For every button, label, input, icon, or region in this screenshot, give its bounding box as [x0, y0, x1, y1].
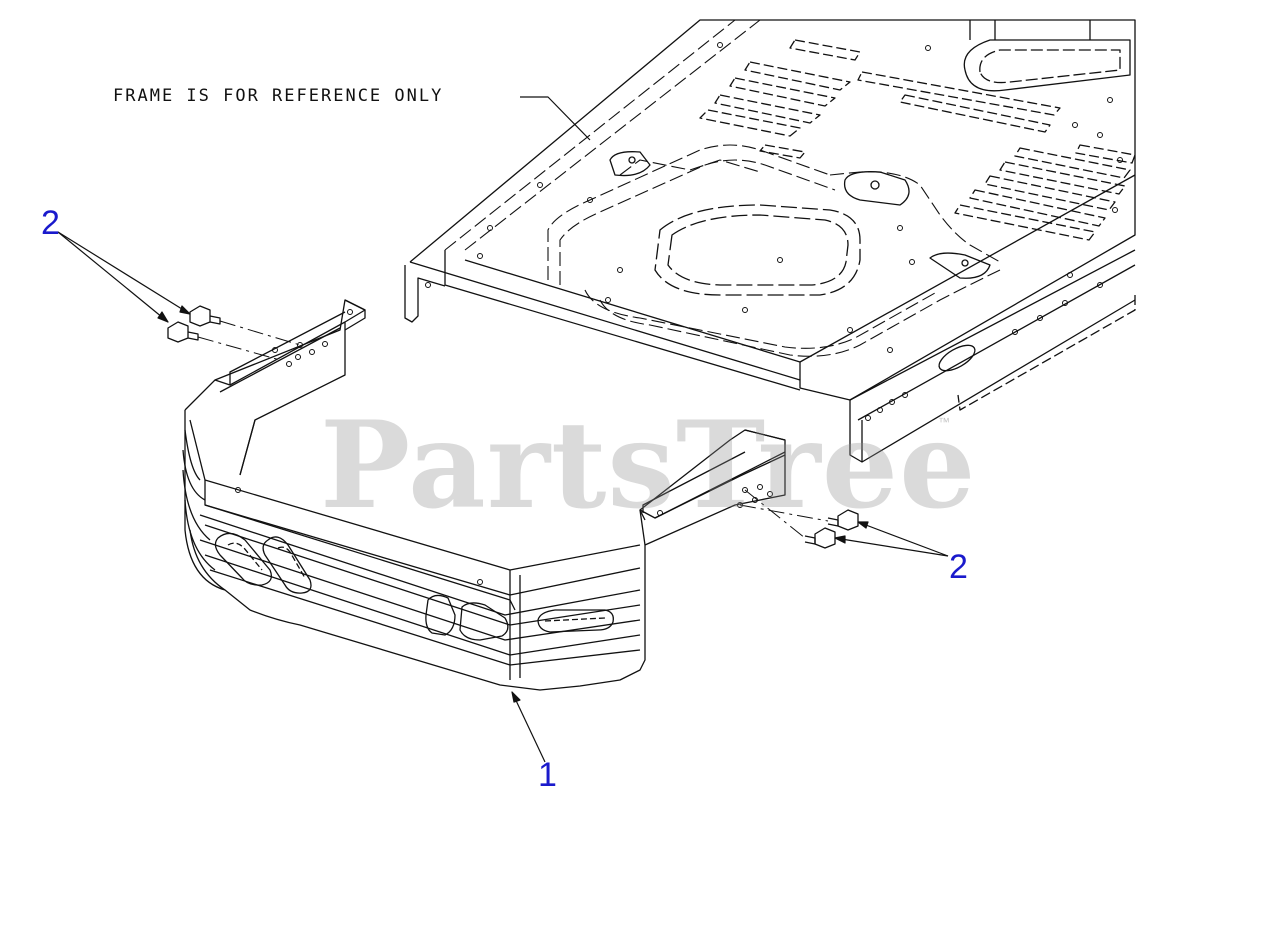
reference-frame — [405, 20, 1135, 462]
callout-2-right: 2 — [949, 548, 968, 586]
note-leader — [520, 97, 590, 140]
callout-leaders — [58, 232, 948, 762]
callout-1: 1 — [538, 756, 557, 794]
frame-reference-note: FRAME IS FOR REFERENCE ONLY — [113, 86, 444, 106]
fastener-left-lower — [168, 322, 198, 342]
fastener-right-lower — [805, 528, 835, 548]
front-shield — [183, 300, 785, 690]
callout-2-left: 2 — [41, 204, 60, 242]
alignment-lines — [198, 321, 828, 538]
fastener-right-upper — [828, 510, 858, 530]
partstree-watermark: PartsTree — [320, 395, 977, 536]
trademark-mark: ™ — [938, 415, 950, 429]
fastener-left-upper — [190, 306, 220, 326]
